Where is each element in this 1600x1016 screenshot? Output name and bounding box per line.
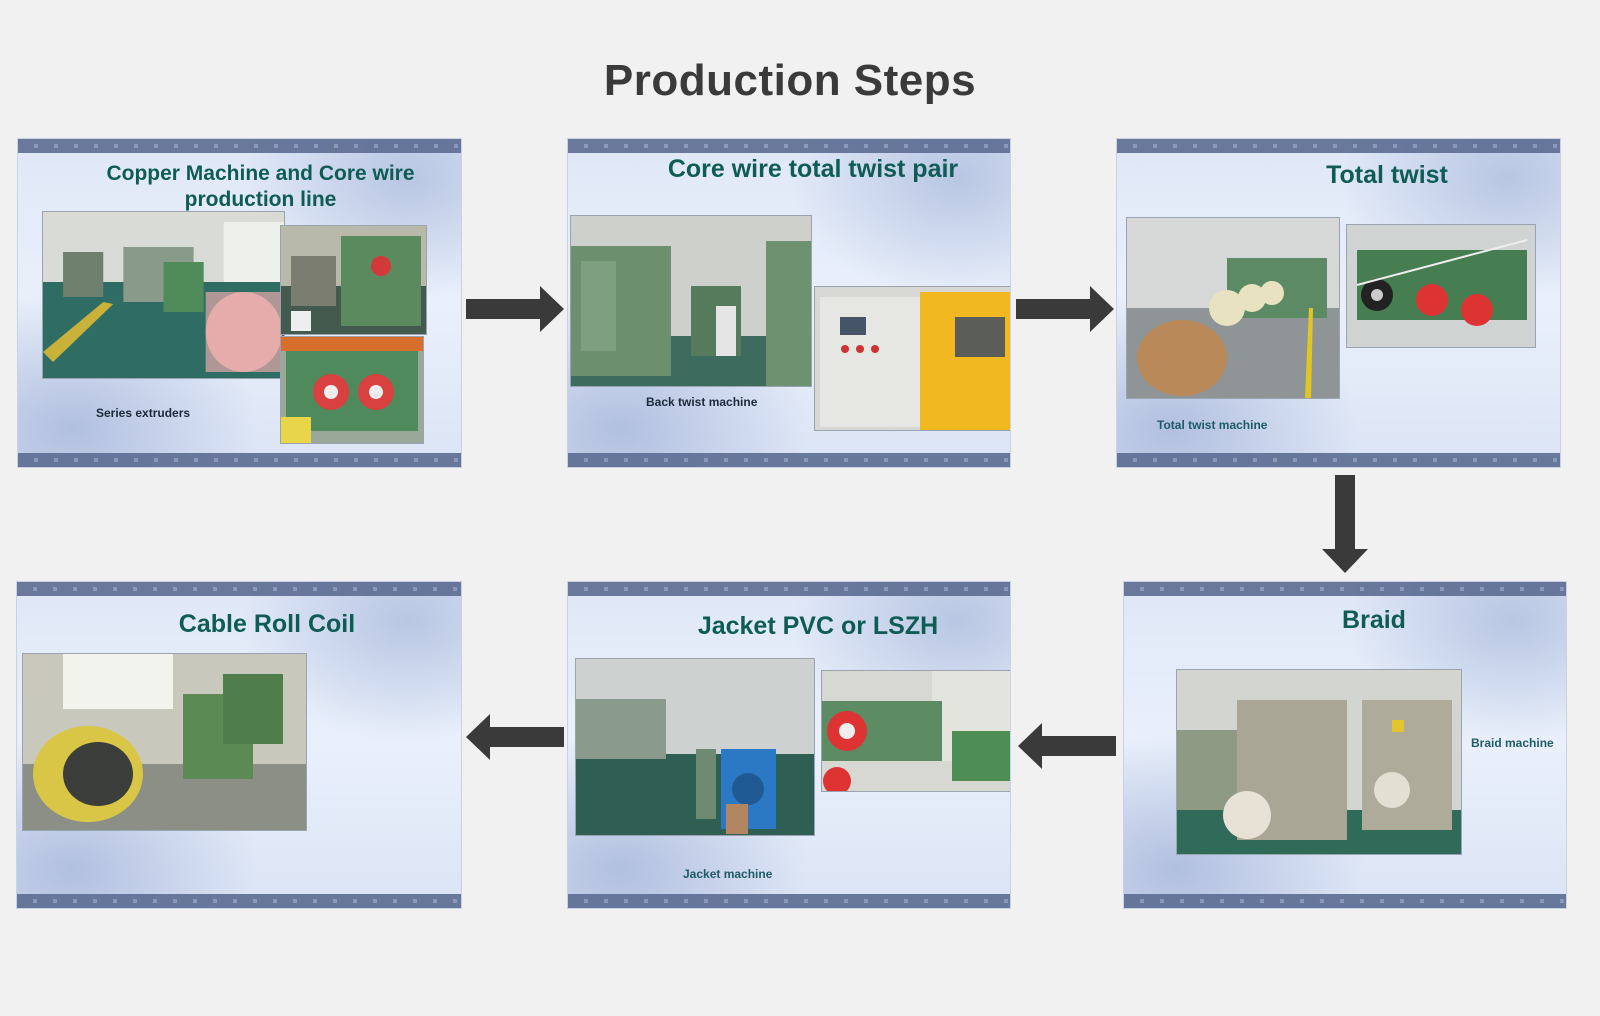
cable-coil-photo [22,653,307,831]
extruder-photo-bottom [280,336,424,444]
step-title: Copper Machine and Core wire production … [106,162,415,211]
jacket-extruder-photo [821,670,1010,792]
arrow-left-icon [1018,723,1116,769]
step-caption: Back twist machine [646,395,758,409]
step-panel-core-wire-twist: Core wire total twist pair Back twist ma… [568,139,1010,467]
arrow-right-icon [466,286,564,332]
step-panel-cable-roll-coil: Cable Roll Coil [17,582,461,908]
arrow-down-icon [1322,475,1368,573]
page-title: Production Steps [603,56,977,105]
jacket-line-photo [575,658,815,836]
step-caption: Jacket machine [683,867,773,881]
step-caption: Total twist machine [1157,418,1268,432]
total-twist-floor-photo [1126,217,1340,399]
step-title: Cable Roll Coil [178,610,356,638]
step-title: Braid [1342,606,1406,634]
step-panel-braid: Braid Braid machine [1124,582,1566,908]
control-cabinet-photo [814,286,1010,431]
step-panel-total-twist: Total twist Total twist machine [1117,139,1560,467]
extruder-photo-top [280,225,427,335]
arrow-right-icon [1016,286,1114,332]
step-title: Jacket PVC or LSZH [697,612,939,640]
total-twist-machine-photo [1346,224,1536,348]
twist-machine-photo [570,215,812,387]
arrow-left-icon [466,714,564,760]
step-title: Total twist [1326,161,1448,189]
step-caption: Series extruders [96,406,191,420]
factory-floor-photo [42,211,285,379]
step-title: Core wire total twist pair [667,155,959,183]
step-panel-jacket: Jacket PVC or LSZH Jacket machine [568,582,1010,908]
step-panel-copper-machine: Copper Machine and Core wire production … [18,139,461,467]
braid-machine-photo [1176,669,1462,855]
step-caption: Braid machine [1471,736,1554,750]
